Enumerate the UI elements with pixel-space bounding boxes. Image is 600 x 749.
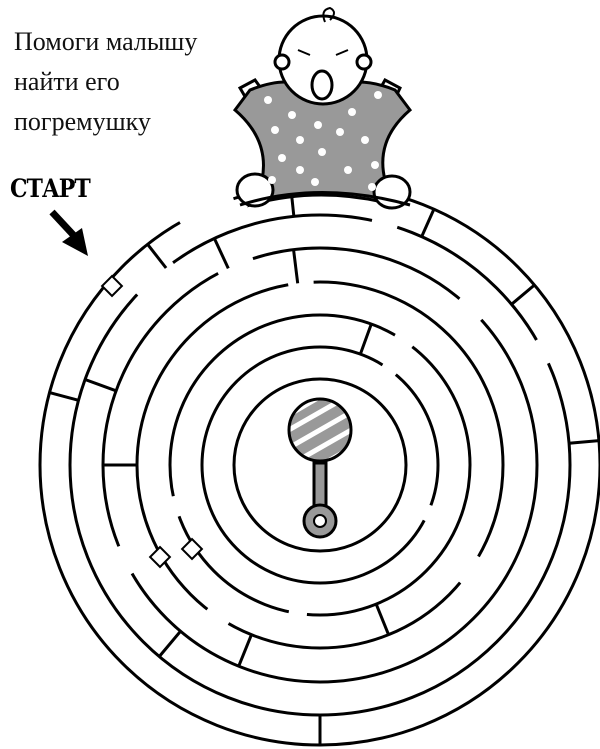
maze-opening xyxy=(457,296,484,323)
maze-opening xyxy=(288,608,308,618)
maze-wall xyxy=(510,283,536,306)
title-line-2: найти его xyxy=(14,67,120,96)
maze-wall xyxy=(374,603,390,636)
maze xyxy=(38,183,600,747)
maze-wall xyxy=(212,237,230,269)
maze-marker-icon xyxy=(180,537,204,561)
maze-wall xyxy=(568,439,600,445)
maze-opening xyxy=(421,504,435,523)
maze-opening xyxy=(205,606,231,627)
maze-marker-icon xyxy=(148,545,172,569)
maze-wall xyxy=(158,630,182,658)
maze-opening xyxy=(287,278,314,289)
maze-opening xyxy=(380,361,399,378)
maze-opening xyxy=(169,495,183,518)
maze-wall xyxy=(420,208,436,238)
maze-ring xyxy=(168,313,472,617)
start-label: СТАРТ xyxy=(10,174,91,204)
baby-illustration xyxy=(232,6,413,210)
maze-opening xyxy=(178,195,235,226)
maze-wall xyxy=(358,323,373,355)
start-arrow-icon xyxy=(49,209,88,256)
maze-wall xyxy=(237,634,253,667)
maze-wall xyxy=(84,378,117,393)
maze-opening xyxy=(134,259,176,297)
maze-opening xyxy=(216,255,255,277)
maze-opening xyxy=(115,544,136,576)
maze-ring xyxy=(232,377,408,553)
maze-marker-icon xyxy=(100,274,124,298)
title-line-3: погремушку xyxy=(14,107,151,136)
maze-wall xyxy=(292,249,300,284)
rattle-icon xyxy=(287,397,353,539)
instruction-title: Помоги малышу найти его погремушку xyxy=(14,22,197,142)
maze-ring xyxy=(200,345,440,585)
maze-opening xyxy=(533,338,552,365)
maze-wall xyxy=(49,391,79,402)
maze-opening xyxy=(393,332,415,350)
title-line-1: Помоги малышу xyxy=(14,27,198,56)
maze-wall xyxy=(146,243,168,269)
maze-opening xyxy=(457,554,482,585)
maze-opening xyxy=(371,217,399,231)
